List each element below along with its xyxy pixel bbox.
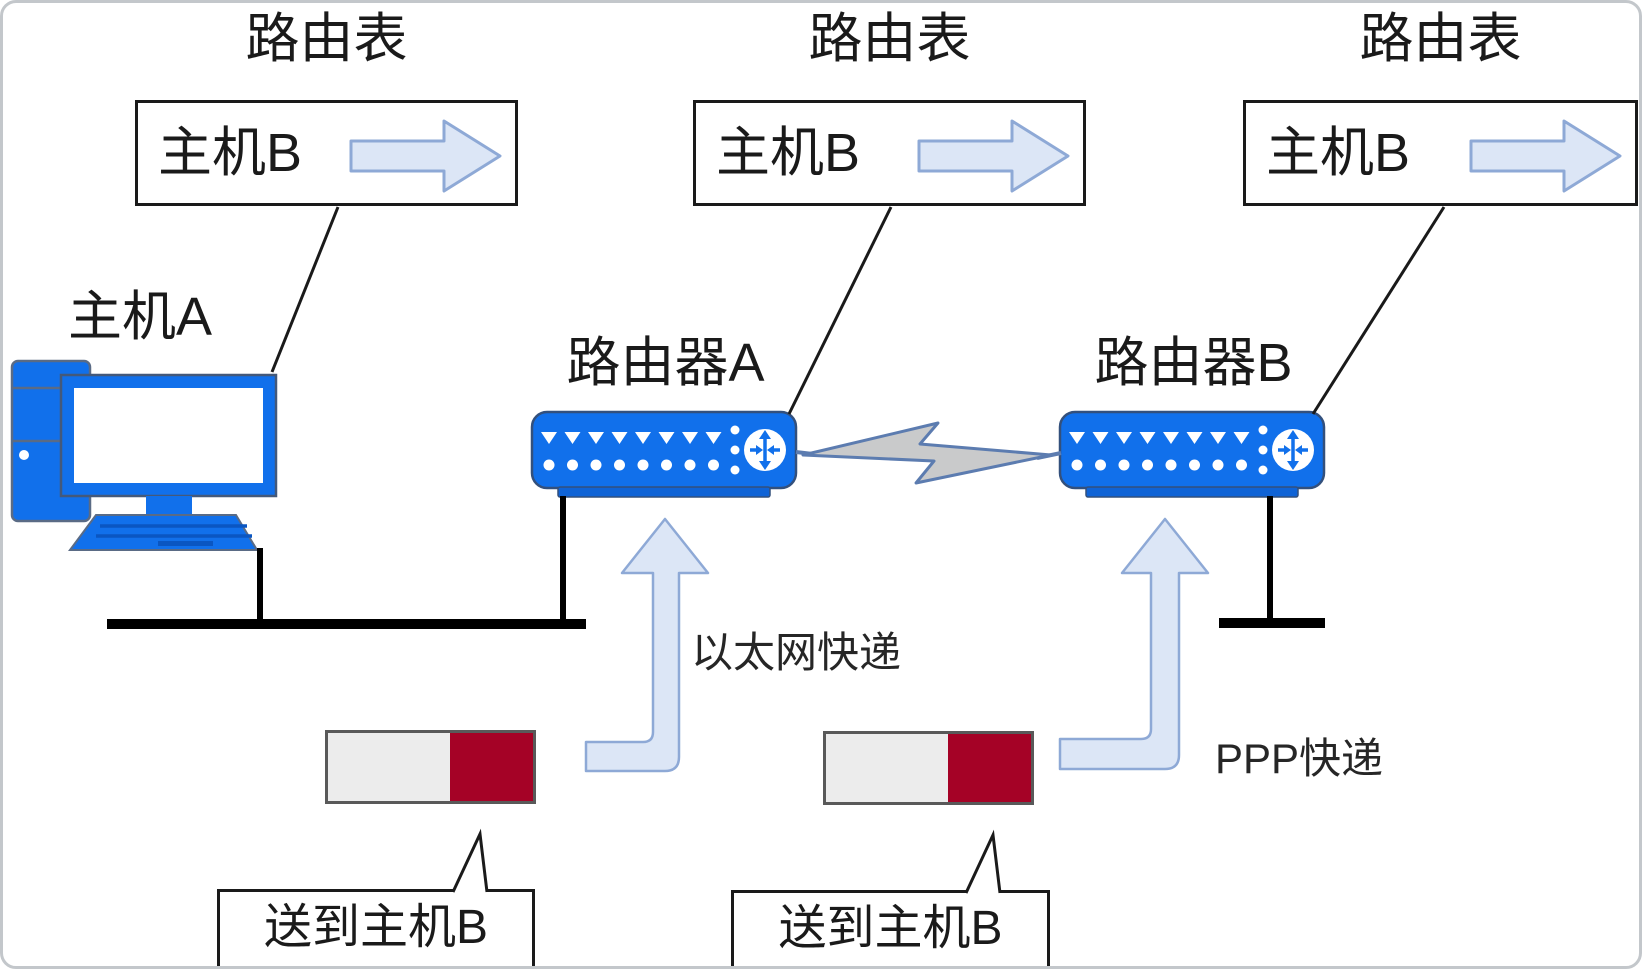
packet-2-header <box>948 734 1031 802</box>
host-a-label: 主机A <box>67 287 213 347</box>
packet-2 <box>823 731 1034 805</box>
desktop-computer-icon <box>10 359 278 551</box>
packet-callout-1: 送到主机B <box>217 889 535 966</box>
router-b-label: 路由器B <box>1094 333 1293 393</box>
routing-entry-destination: 主机B <box>1266 123 1411 183</box>
routing-table-3-box: 主机B <box>1243 100 1638 206</box>
routing-table-2-box: 主机B <box>693 100 1086 206</box>
routing-entry-destination: 主机B <box>716 123 861 183</box>
lightning-bolt-icon <box>801 421 1053 485</box>
routing-table-1-title: 路由表 <box>245 9 408 69</box>
right-arrow-icon <box>1469 119 1622 193</box>
right-arrow-icon <box>917 119 1070 193</box>
routing-table-3-title: 路由表 <box>1359 9 1522 69</box>
router-icon <box>530 410 798 499</box>
ethernet-delivery-arrow-icon <box>584 517 710 773</box>
callout-2-tail <box>964 829 1002 894</box>
ethernet-delivery-label: 以太网快递 <box>691 629 902 676</box>
routing-table-2-pointer-line <box>787 206 893 415</box>
packet-1-header <box>450 733 533 801</box>
packet-1 <box>325 730 536 804</box>
router-icon <box>1058 410 1326 499</box>
router-a-label: 路由器A <box>566 333 765 393</box>
routing-table-3-pointer-line <box>1311 206 1446 415</box>
callout-1-tail <box>451 828 489 893</box>
packet-callout-2: 送到主机B <box>731 890 1050 966</box>
ppp-delivery-label: PPP快递 <box>1215 735 1384 782</box>
routing-table-1-box: 主机B <box>135 100 518 206</box>
ppp-delivery-arrow-icon <box>1058 517 1210 771</box>
routing-table-2-title: 路由表 <box>808 9 971 69</box>
right-arrow-icon <box>349 119 502 193</box>
routing-table-1-pointer-line <box>270 206 340 373</box>
routing-entry-destination: 主机B <box>158 123 303 183</box>
